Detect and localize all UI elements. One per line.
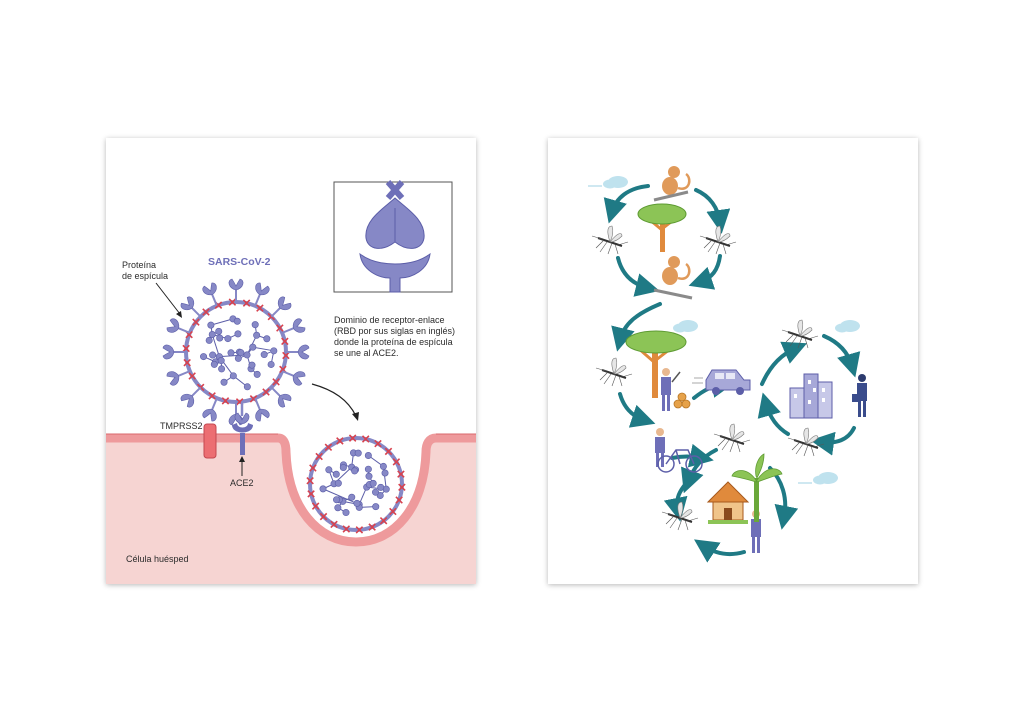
host-cell: [106, 438, 476, 584]
person-icon: [661, 368, 681, 411]
mosquito-icon: [787, 427, 825, 457]
monkey-icon: [653, 166, 691, 202]
rbd-inset: [333, 180, 453, 293]
host-cell-label: Célula huésped: [126, 554, 189, 564]
person-icon: [655, 428, 665, 467]
virus-in-vesicle: [306, 434, 406, 534]
bicycle-icon: [657, 449, 703, 473]
log-pile-icon: [673, 392, 691, 409]
ace2-label: ACE2: [230, 478, 254, 488]
building-icon: [789, 373, 833, 419]
tmprss2-label: TMPRSS2: [160, 421, 203, 431]
tree-icon: [637, 203, 687, 252]
cloud-icon: [673, 320, 698, 333]
mosquito-icon: [699, 225, 737, 255]
ace2-receptor: [232, 423, 253, 455]
spike-protein-label: Proteína de espícula: [122, 260, 169, 281]
cell-membrane: [106, 433, 476, 547]
person-icon: [852, 374, 867, 417]
monkey-icon: [653, 256, 693, 300]
transmission-cycle-illustration: [588, 166, 867, 563]
hut-icon: [706, 481, 750, 524]
tree-icon: [625, 330, 687, 398]
cloud-icon: [588, 176, 628, 189]
sars-cov-2-diagram-panel: SARS-CoV-2 Proteína de espícula Dominio …: [106, 138, 476, 584]
virus-title: SARS-CoV-2: [208, 256, 271, 268]
transmission-cycle-panel: [548, 138, 918, 584]
entry-arrow: [311, 383, 357, 417]
banana-plant-icon: [731, 453, 783, 522]
mosquito-icon: [781, 319, 819, 349]
mosquito-icon: [591, 225, 825, 531]
virus-particle: [162, 278, 310, 426]
rbd-description: Dominio de receptor-enlace (RBD por sus …: [334, 315, 456, 358]
mosquito-icon: [591, 225, 629, 255]
car-icon: [692, 369, 751, 395]
tmprss2-protein: [203, 423, 217, 459]
mosquito-icon: [595, 357, 633, 387]
mosquito-icon: [661, 501, 699, 531]
cloud-icon: [835, 320, 860, 333]
cloud-icon: [798, 472, 838, 485]
virus-entry-illustration: [106, 180, 476, 584]
mosquito-icon: [713, 423, 751, 453]
